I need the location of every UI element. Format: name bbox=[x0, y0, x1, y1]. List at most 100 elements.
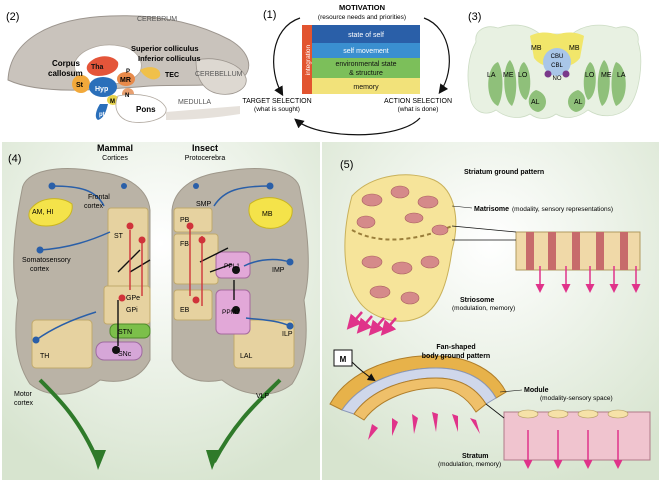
projection-line bbox=[35, 311, 97, 341]
neuron-dot bbox=[232, 266, 240, 274]
motivation-subtitle: (resource needs and priorities) bbox=[318, 14, 406, 21]
loop-arrow-right bbox=[423, 17, 450, 94]
al-left-shape bbox=[528, 90, 546, 112]
pt-label: pt bbox=[99, 112, 105, 118]
row-environment bbox=[312, 58, 420, 78]
striosome-label: Striosome bbox=[460, 297, 494, 304]
cell bbox=[391, 261, 413, 275]
row-memory-label: memory bbox=[353, 84, 379, 91]
integration-bar bbox=[302, 25, 312, 94]
projection-line bbox=[51, 185, 105, 207]
cell bbox=[390, 185, 410, 199]
gp-box bbox=[103, 285, 151, 325]
vlp-label: VLP bbox=[256, 393, 270, 400]
target-selection-title: TARGET SELECTION bbox=[242, 98, 311, 105]
fan-label-1: Fan-shaped bbox=[436, 344, 475, 351]
cell bbox=[431, 224, 449, 236]
stripe bbox=[572, 232, 580, 270]
pt-region bbox=[95, 104, 108, 120]
output-arrow bbox=[380, 317, 397, 336]
imp-label: IMP bbox=[272, 267, 285, 274]
red-neurons bbox=[118, 222, 206, 304]
stripe bbox=[526, 232, 534, 270]
panel-1: (1) MOTIVATION (resource needs and prior… bbox=[242, 3, 452, 136]
cell bbox=[361, 193, 383, 207]
pb-label: PB bbox=[180, 217, 190, 224]
ring bbox=[517, 409, 539, 419]
mr-label: MR bbox=[120, 77, 131, 84]
cell bbox=[369, 285, 391, 299]
fan-arrow bbox=[392, 418, 398, 436]
hyp-region bbox=[89, 77, 117, 97]
neuron-dot bbox=[193, 183, 199, 189]
stn-label: STN bbox=[118, 329, 132, 336]
al-right-shape bbox=[568, 90, 586, 112]
neuron-dot bbox=[192, 296, 200, 304]
row-environment-label-2: & structure bbox=[349, 70, 383, 77]
snc-label: SNc bbox=[118, 351, 132, 358]
ring bbox=[607, 409, 629, 419]
th-box bbox=[31, 319, 93, 369]
hyp-label: Hyp bbox=[95, 86, 108, 93]
mb-right-label: MB bbox=[569, 45, 580, 52]
m-label: M bbox=[340, 355, 347, 364]
loop-arrow-left bbox=[273, 17, 301, 97]
pons-label: Pons bbox=[136, 105, 156, 114]
fan-label-2: body ground pattern bbox=[422, 353, 490, 360]
p-label: P bbox=[126, 69, 130, 75]
ppm3-label: PPM3 bbox=[222, 309, 240, 316]
cbl-label: CBL bbox=[551, 63, 563, 69]
no-right-dot bbox=[562, 70, 570, 78]
cerebrum-label: CEREBRUM bbox=[137, 16, 177, 23]
panel-2-number: (2) bbox=[6, 11, 19, 23]
tec-label: TEC bbox=[165, 72, 179, 79]
ppl1-box bbox=[215, 251, 251, 279]
row-memory bbox=[312, 78, 420, 94]
la-right-shape bbox=[611, 62, 626, 106]
motor-output-arrow-left bbox=[38, 378, 100, 463]
fb-label: FB bbox=[180, 241, 189, 248]
blue-neurons bbox=[32, 182, 294, 344]
striosome-sub: (modulation, memory) bbox=[452, 305, 515, 312]
cerebellum-shape bbox=[195, 58, 247, 95]
neuron-dot bbox=[286, 258, 294, 266]
fan-arrow bbox=[368, 424, 378, 440]
panel-4: (4) Mammal Cortices Insect Protocerebra bbox=[2, 142, 320, 480]
lo-right-label: LO bbox=[585, 72, 595, 79]
mb-label: MB bbox=[262, 211, 273, 218]
m-box bbox=[333, 349, 353, 367]
st-region bbox=[72, 75, 90, 93]
cell bbox=[356, 215, 376, 229]
insect-title: Insect bbox=[192, 143, 218, 153]
pb-box bbox=[173, 207, 213, 233]
cell bbox=[404, 212, 424, 224]
superior-colliculus-label: Superior colliculus bbox=[131, 44, 199, 53]
neuron-dot bbox=[48, 182, 56, 190]
gpi-label: GPi bbox=[126, 307, 138, 314]
stripe bbox=[596, 232, 604, 270]
panel-3: (3) MB MB CBU CBL NO LA ME LO LO ME LA A… bbox=[467, 11, 642, 119]
output-arrow bbox=[346, 311, 363, 330]
fan-arrow bbox=[432, 412, 438, 432]
mammal-subtitle: Cortices bbox=[102, 155, 128, 162]
striatum-blob bbox=[344, 174, 457, 322]
medulla-shape bbox=[166, 106, 240, 120]
smp-label: SMP bbox=[196, 201, 212, 208]
block-stripes-upper bbox=[526, 232, 628, 270]
me-right-shape bbox=[597, 60, 610, 106]
panel-5-number: (5) bbox=[340, 159, 353, 171]
cell bbox=[400, 291, 420, 305]
panel-3-number: (3) bbox=[468, 11, 481, 23]
corpus-label-2: callosum bbox=[48, 69, 83, 78]
m-label: M bbox=[110, 99, 115, 105]
cell bbox=[417, 195, 439, 209]
motor-output-arrow-right bbox=[212, 378, 282, 463]
eb-label: EB bbox=[180, 307, 190, 314]
la-right-label: LA bbox=[617, 72, 626, 79]
fan-arrow bbox=[470, 418, 480, 434]
action-selection-sub: (what is done) bbox=[398, 106, 439, 113]
mb-left-label: MB bbox=[531, 45, 542, 52]
panel-2: (2) CEREBRUM Corpus callosum Tha Superio… bbox=[6, 11, 250, 123]
projection-line bbox=[213, 185, 271, 207]
al-left-label: AL bbox=[531, 99, 540, 106]
